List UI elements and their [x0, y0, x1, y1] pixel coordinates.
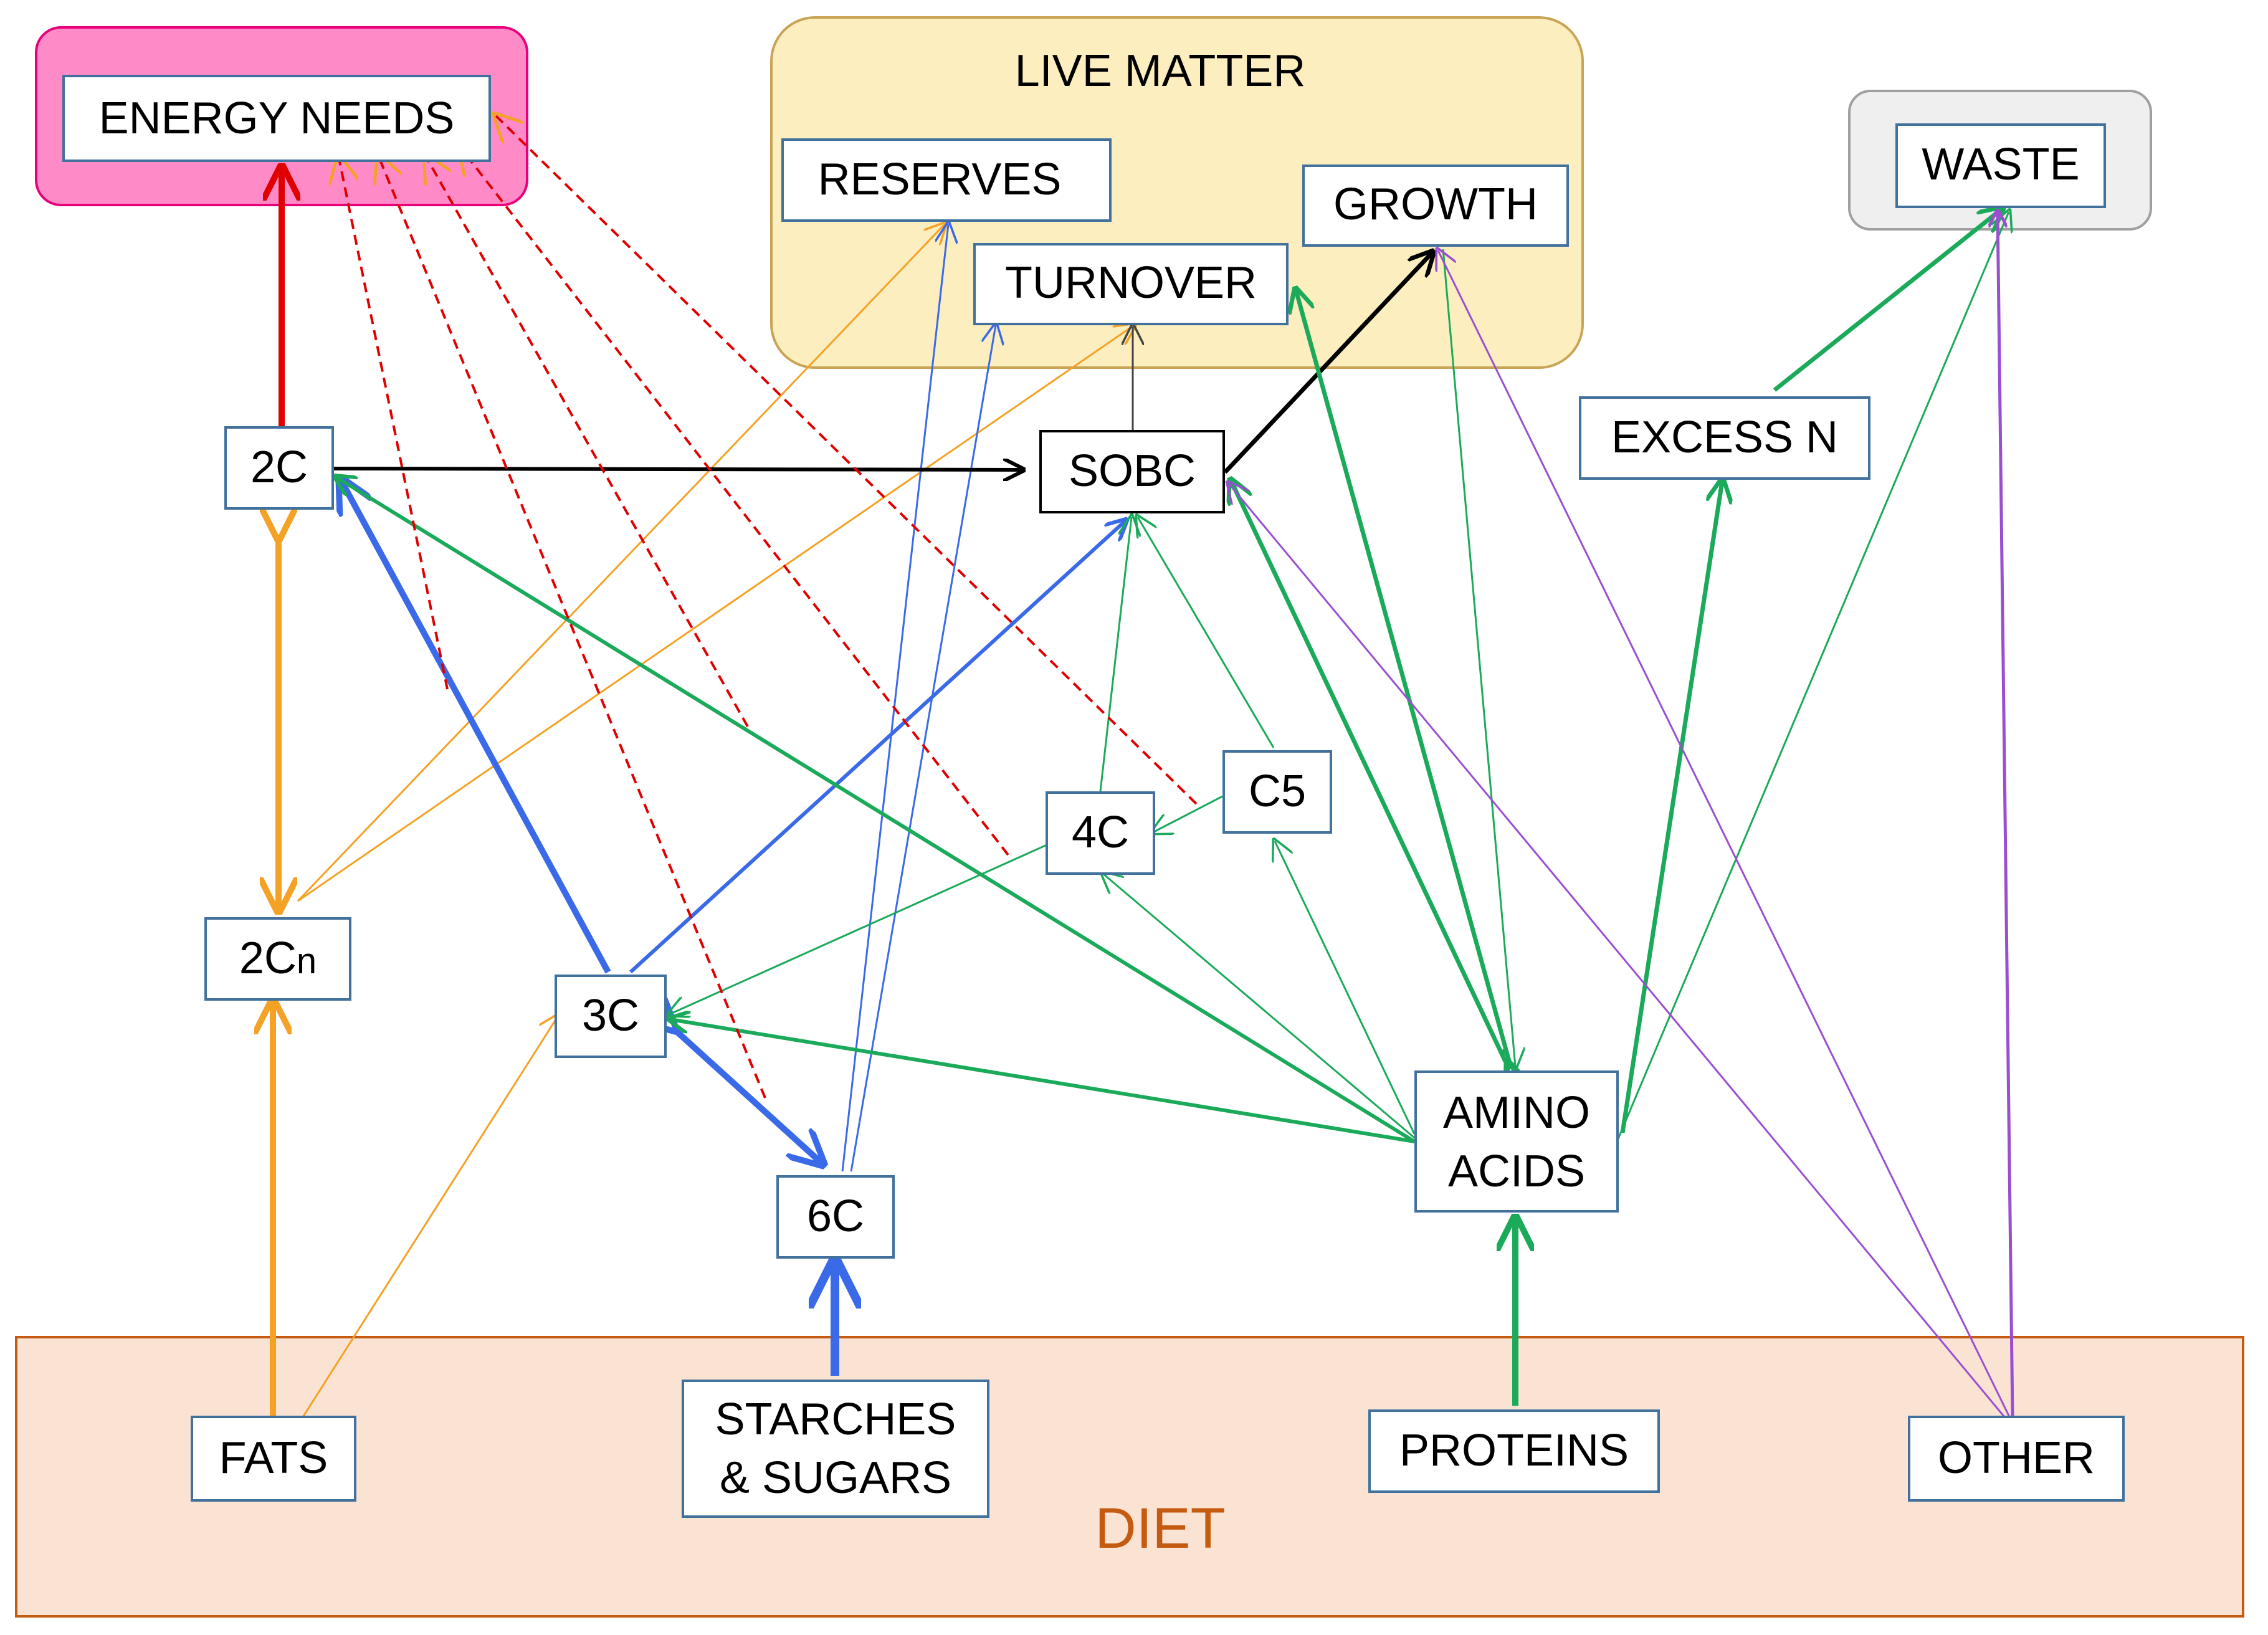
live-matter-title: LIVE MATTER: [1015, 46, 1306, 96]
growth-label: GROWTH: [1333, 179, 1538, 229]
other-label: OTHER: [1938, 1433, 2095, 1483]
amino-acids-line1: AMINO: [1443, 1088, 1590, 1138]
node-starches-sugars: STARCHES & SUGARS: [682, 1380, 989, 1518]
arrow-excessn-to-waste: [1773, 209, 2001, 392]
arrow-other-to-sobc-thin: [1229, 484, 2009, 1421]
arrow-dashed-to-energy-4: [461, 148, 1009, 856]
starches-line2: & SUGARS: [720, 1453, 951, 1503]
two-cn-label: 2Cn: [239, 933, 317, 983]
arrow-amino-to-waste-thin: [1616, 212, 2009, 1141]
two-cn-subscript: n: [297, 941, 317, 981]
arrow-6c-to-turnover-thin: [850, 325, 996, 1172]
arrow-4c-to-3c-thin: [669, 844, 1047, 1014]
node-waste: WASTE: [1895, 123, 2106, 208]
node-turnover: TURNOVER: [973, 243, 1289, 325]
arrow-amino-to-c5-thin: [1275, 841, 1416, 1135]
arrow-2cn-to-turnover-thin: [297, 325, 1134, 902]
node-3c: 3C: [555, 975, 667, 1058]
node-2c: 2C: [224, 426, 334, 510]
turnover-label: TURNOVER: [1005, 258, 1257, 308]
three-c-label: 3C: [582, 991, 639, 1041]
reserves-label: RESERVES: [818, 155, 1062, 204]
arrow-3c-to-sobc: [629, 521, 1125, 974]
arrow-dashed-to-energy-1: [339, 158, 449, 690]
node-2cn: 2Cn: [204, 917, 351, 1001]
arrow-2c-to-sobc: [333, 469, 1022, 470]
arrow-other-to-waste: [1998, 212, 2014, 1416]
arrow-amino-to-excessn: [1620, 481, 1722, 1133]
arrow-2cn-to-reserves-thin: [297, 224, 945, 902]
diet-group-box: [15, 1336, 2244, 1618]
energy-needs-label: ENERGY NEEDS: [99, 93, 455, 143]
node-reserves: RESERVES: [781, 138, 1112, 222]
node-6c: 6C: [776, 1175, 895, 1259]
arrows-purple: [1229, 212, 2014, 1421]
arrow-6c-to-reserves-thin: [841, 224, 948, 1172]
arrows-blue: [341, 224, 1125, 1376]
node-c5: C5: [1222, 750, 1332, 834]
arrow-3c-6c-bidirectional: [673, 1028, 821, 1163]
arrow-c5-to-4c-thin: [1153, 795, 1223, 832]
two-cn-base: 2C: [239, 933, 297, 983]
arrow-fats-to-3c-thin: [295, 1016, 558, 1428]
arrow-growth-to-amino-thin: [1442, 249, 1515, 1067]
node-other: OTHER: [1908, 1416, 2125, 1502]
waste-label: WASTE: [1922, 140, 2079, 189]
arrow-dashed-to-energy-5: [496, 116, 1198, 805]
proteins-label: PROTEINS: [1399, 1426, 1629, 1475]
fats-label: FATS: [219, 1433, 328, 1483]
node-excess-n: EXCESS N: [1579, 396, 1870, 480]
node-sobc: SOBC: [1039, 430, 1225, 513]
arrow-dashed-to-energy-3: [426, 157, 749, 727]
node-proteins: PROTEINS: [1368, 1409, 1660, 1493]
node-energy-needs: ENERGY NEEDS: [62, 75, 491, 162]
sobc-label: SOBC: [1069, 446, 1196, 496]
amino-acids-line2: ACIDS: [1448, 1146, 1585, 1196]
arrow-dashed-to-energy-2: [379, 157, 766, 1099]
arrow-4c-to-sobc-thin: [1099, 517, 1132, 792]
arrow-amino-to-3c: [670, 1019, 1415, 1143]
four-c-label: 4C: [1072, 808, 1129, 857]
starches-line1: STARCHES: [715, 1394, 956, 1444]
arrows-green: [336, 209, 2009, 1406]
arrow-c5-to-sobc-thin: [1138, 517, 1275, 748]
arrows-red: [282, 116, 1198, 1099]
arrow-amino-to-4c-thin: [1103, 874, 1415, 1139]
node-4c: 4C: [1046, 791, 1155, 875]
arrow-3c-to-2c: [341, 481, 611, 974]
arrow-amino-turnover-bidirectional: [1296, 290, 1510, 1065]
node-amino-acids: AMINO ACIDS: [1414, 1070, 1619, 1213]
arrows-orange: [273, 224, 1134, 1428]
two-c-label: 2C: [250, 442, 308, 492]
six-c-label: 6C: [807, 1191, 864, 1241]
diet-title: DIET: [1095, 1497, 1226, 1560]
node-growth: GROWTH: [1302, 164, 1569, 247]
excess-n-label: EXCESS N: [1611, 412, 1838, 462]
c5-label: C5: [1249, 766, 1306, 816]
node-fats: FATS: [191, 1416, 356, 1502]
arrow-other-to-growth-thin: [1438, 250, 2011, 1419]
